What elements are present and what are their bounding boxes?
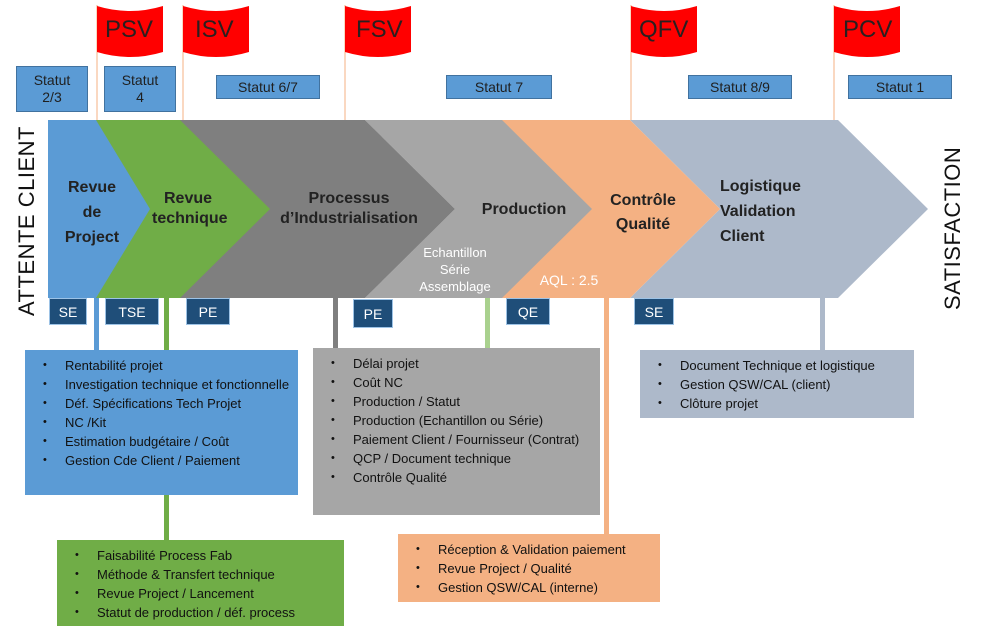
role-badge-se: SE [634, 298, 674, 325]
flag-label-fsv: FSV [356, 16, 403, 43]
stage-label-logistique: Logistique Validation Client [720, 178, 801, 245]
list-item: Clôture projet [650, 394, 906, 413]
statut-box: Statut 4 [104, 66, 176, 112]
list-item: Faisabilité Process Fab [67, 546, 336, 565]
details-box-logistique: Document Technique et logistique Gestion… [640, 350, 914, 418]
statut-box: Statut 7 [446, 75, 552, 99]
list-item: Production / Statut [323, 392, 592, 411]
details-box-revue-technique: Faisabilité Process Fab Méthode & Transf… [57, 540, 344, 626]
details-box-controle: Réception & Validation paiement Revue Pr… [398, 534, 660, 602]
list-item: Gestion QSW/CAL (client) [650, 375, 906, 394]
list-item: Délai projet [323, 354, 592, 373]
list-item: Document Technique et logistique [650, 356, 906, 375]
flag-isv [183, 6, 249, 57]
list-item: Production (Echantillon ou Série) [323, 411, 592, 430]
flag-label-psv: PSV [105, 16, 154, 43]
list-item: Gestion QSW/CAL (interne) [408, 578, 652, 597]
flag-pcv [834, 6, 900, 57]
list-item: Statut de production / déf. process [67, 603, 336, 622]
statut-box: Statut 6/7 [216, 75, 320, 99]
aql-label: AQL : 2.5 [539, 272, 599, 288]
list-item: Réception & Validation paiement [408, 540, 652, 559]
stage-label-controle: Contrôle Qualité [610, 192, 676, 233]
details-box-production: Délai projet Coût NC Production / Statut… [313, 348, 600, 515]
stage-label-revue-projet: Revue de Project [64, 179, 120, 246]
list-item: Revue Project / Qualité [408, 559, 652, 578]
flag-psv [97, 6, 163, 57]
satisfaction-label: SATISFACTION [940, 146, 965, 310]
list-item: Estimation budgétaire / Coût [35, 432, 290, 451]
flag-fsv [345, 6, 411, 57]
flag-qfv [631, 6, 697, 57]
statut-box: Statut 8/9 [688, 75, 792, 99]
statut-box: Statut 2/3 [16, 66, 88, 112]
stage-arrow-controle [502, 120, 720, 298]
stage-arrow-processus [180, 120, 455, 298]
list-item: Contrôle Qualité [323, 468, 592, 487]
stage-arrow-production [365, 120, 592, 298]
list-item: Méthode & Transfert technique [67, 565, 336, 584]
list-item: NC /Kit [35, 413, 290, 432]
stem-qe-1 [485, 298, 490, 348]
list-item: QCP / Document technique [323, 449, 592, 468]
flag-label-pcv: PCV [843, 16, 893, 43]
stem-se-2 [820, 298, 825, 350]
list-item: Rentabilité projet [35, 356, 290, 375]
attente-client-label: ATTENTE CLIENT [14, 126, 39, 316]
list-item: Investigation technique et fonctionnelle [35, 375, 290, 394]
details-box-revue-projet: Rentabilité projet Investigation techniq… [25, 350, 298, 495]
list-item: Gestion Cde Client / Paiement [35, 451, 290, 470]
stem-pe-1 [333, 298, 338, 348]
role-badge-pe: PE [353, 299, 393, 328]
flag-label-isv: ISV [195, 16, 234, 43]
statut-box: Statut 1 [848, 75, 952, 99]
stage-label-production: Production [481, 201, 567, 218]
list-item: Revue Project / Lancement [67, 584, 336, 603]
flag-label-qfv: QFV [639, 16, 689, 43]
role-badge-tse: TSE [105, 298, 159, 325]
stage-label-processus: Processus d’Industrialisation [280, 190, 418, 227]
stem-qe-2 [604, 298, 609, 534]
list-item: Paiement Client / Fournisseur (Contrat) [323, 430, 592, 449]
list-item: Déf. Spécifications Tech Projet [35, 394, 290, 413]
stem-se-1 [94, 298, 99, 350]
stage-arrow-revue-projet [48, 120, 150, 298]
stage-label-revue-technique: Revue technique [152, 190, 228, 227]
production-subtitle: Echantillon Série Assemblage [419, 245, 491, 294]
role-badge-pe: PE [186, 298, 230, 325]
stage-arrow-logistique [630, 120, 928, 298]
list-item: Coût NC [323, 373, 592, 392]
role-badge-qe: QE [506, 298, 550, 325]
stage-arrow-revue-technique [96, 120, 270, 298]
role-badge-se: SE [49, 298, 87, 325]
